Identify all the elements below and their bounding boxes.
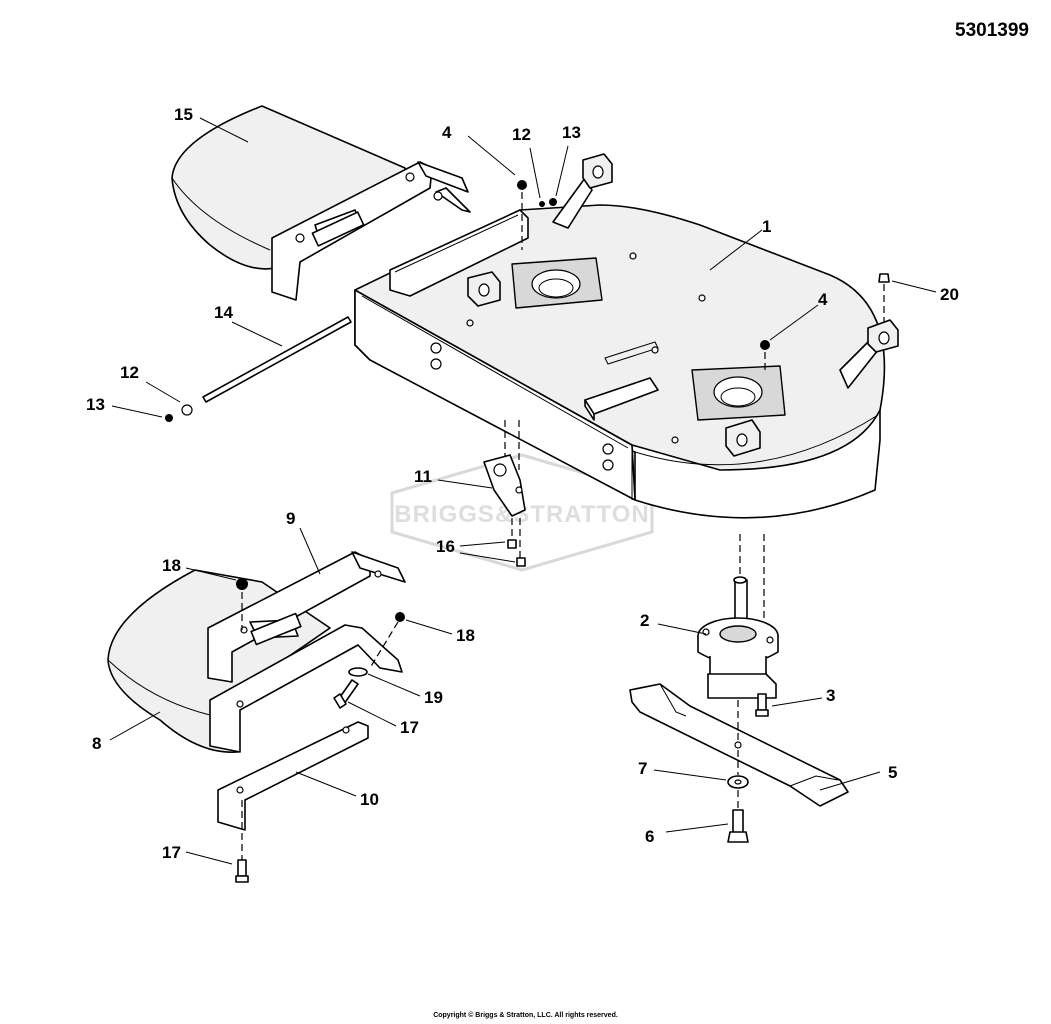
callout-13-left: 13 bbox=[86, 395, 105, 414]
chute-bracket[interactable] bbox=[207, 551, 406, 753]
callout-4-right: 4 bbox=[818, 290, 828, 309]
leader-lines bbox=[109, 117, 937, 865]
callout-4-top: 4 bbox=[442, 123, 452, 142]
callout-16: 16 bbox=[436, 537, 455, 556]
spindle-assembly[interactable] bbox=[697, 534, 779, 699]
mower-blade[interactable] bbox=[629, 683, 849, 807]
deck-bracket[interactable] bbox=[483, 420, 526, 567]
callout-10: 10 bbox=[360, 790, 379, 809]
copyright-notice: Copyright © Briggs & Stratton, LLC. All … bbox=[433, 1012, 618, 1019]
nut-flange-top[interactable] bbox=[236, 578, 248, 630]
callout-11: 11 bbox=[414, 467, 432, 486]
blade-washer[interactable] bbox=[727, 775, 749, 815]
callout-1: 1 bbox=[762, 217, 771, 236]
callout-7: 7 bbox=[638, 759, 647, 778]
diagram-number: 5301399 bbox=[955, 20, 1029, 41]
callout-3: 3 bbox=[826, 686, 835, 705]
discharge-chute-upper[interactable] bbox=[171, 105, 471, 301]
callout-13-top: 13 bbox=[562, 123, 581, 142]
callout-12-left: 12 bbox=[120, 363, 139, 382]
callout-18-left: 18 bbox=[162, 556, 181, 575]
callout-17-lower: 17 bbox=[162, 843, 181, 862]
hardware-top[interactable] bbox=[517, 180, 557, 250]
nut-flange-right[interactable] bbox=[348, 612, 405, 677]
callout-14: 14 bbox=[214, 303, 233, 322]
locknut-right[interactable] bbox=[760, 340, 770, 372]
mower-deck-shell[interactable] bbox=[354, 153, 899, 519]
spindle-screw[interactable] bbox=[755, 693, 769, 717]
callout-18-right: 18 bbox=[456, 626, 475, 645]
callout-15: 15 bbox=[174, 105, 193, 124]
callout-12-top: 12 bbox=[512, 125, 531, 144]
grease-fitting[interactable] bbox=[878, 273, 890, 322]
bolt-upper[interactable] bbox=[333, 679, 359, 709]
callout-2: 2 bbox=[640, 611, 649, 630]
callout-9: 9 bbox=[286, 509, 295, 528]
callout-17-upper: 17 bbox=[400, 718, 419, 737]
callout-8: 8 bbox=[92, 734, 101, 753]
rod[interactable] bbox=[165, 316, 352, 422]
callout-19: 19 bbox=[424, 688, 443, 707]
callouts: 1 2 3 4 4 5 6 7 8 9 10 11 12 12 13 13 14… bbox=[86, 105, 959, 862]
callout-6: 6 bbox=[645, 827, 654, 846]
blade-bolt[interactable] bbox=[727, 809, 749, 843]
callout-5: 5 bbox=[888, 763, 897, 782]
callout-20: 20 bbox=[940, 285, 959, 304]
chute-support[interactable] bbox=[217, 721, 369, 883]
